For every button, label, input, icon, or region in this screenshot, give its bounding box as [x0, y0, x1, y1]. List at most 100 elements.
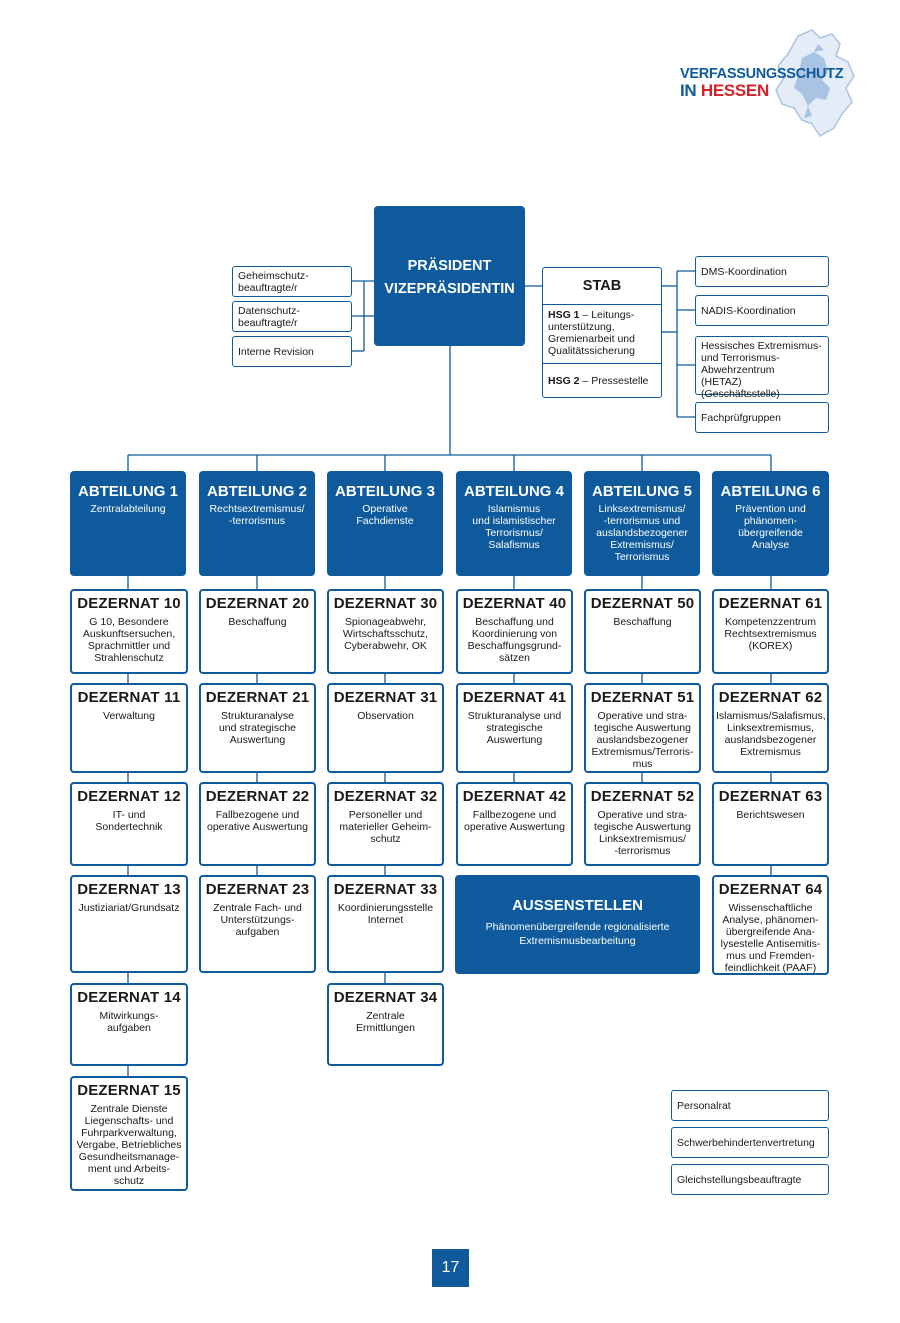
- dezernat-desc: IT- und Sondertechnik: [95, 809, 163, 833]
- dezernat-title: DEZERNAT 30: [333, 595, 438, 612]
- dezernat-title: DEZERNAT 13: [77, 881, 181, 898]
- dezernat-desc: Observation: [357, 710, 414, 722]
- dezernat-title: DEZERNAT 63: [718, 788, 823, 805]
- dezernat-desc: Beschaffung: [613, 616, 672, 628]
- dezernat-title: DEZERNAT 64: [718, 881, 823, 898]
- dezernat-title: DEZERNAT 14: [77, 989, 181, 1006]
- hessian-lion-map-icon: [775, 29, 855, 137]
- aussenstellen-title: AUSSENSTELLEN: [512, 897, 643, 914]
- abteilung-3: ABTEILUNG 3 Operative Fachdienste: [327, 471, 443, 576]
- dezernat-desc: Zentrale Ermittlungen: [356, 1010, 415, 1034]
- dezernat-desc: Fallbezogene und operative Auswertung: [207, 809, 308, 833]
- dezernat-desc: Strukturanalyse und strategische Auswert…: [218, 710, 297, 746]
- box-schwerbehindertenvertretung: Schwerbehindertenvertretung: [671, 1127, 829, 1158]
- dezernat-15: DEZERNAT 15 Zentrale Dienste Liegenschaft…: [70, 1076, 188, 1191]
- left-box-datenschutz: Datenschutz- beauftragte/r: [232, 301, 352, 332]
- dezernat-51: DEZERNAT 51 Operative und stra- tegische …: [584, 683, 701, 773]
- hsg1-text: – Leitungs- unterstützung, Gremienarbeit…: [548, 309, 635, 357]
- abteilung-desc: Prävention und phänomen- übergreifende A…: [735, 503, 806, 551]
- abteilung-title: ABTEILUNG 1: [77, 483, 178, 500]
- right-box-hetaz: Hessisches Extremismus- und Terrorismus-…: [695, 336, 829, 400]
- dezernat-title: DEZERNAT 42: [462, 788, 567, 805]
- dezernat-42: DEZERNAT 42 Fallbezogene und operative Au…: [456, 782, 573, 866]
- dezernat-12: DEZERNAT 12 IT- und Sondertechnik: [70, 782, 188, 866]
- dezernat-desc: G 10, Besondere Auskunftsersuchen, Sprac…: [82, 616, 176, 664]
- right-box-nadis: NADIS-Koordination: [695, 295, 829, 326]
- dezernat-desc: Mitwirkungs- aufgaben: [99, 1010, 159, 1034]
- abteilung-6: ABTEILUNG 6 Prävention und phänomen- übe…: [712, 471, 829, 576]
- left-box-geheimschutz: Geheimschutz- beauftragte/r: [232, 266, 352, 297]
- dezernat-desc: Zentrale Dienste Liegenschafts- und Fuhr…: [76, 1103, 182, 1187]
- dezernat-61: DEZERNAT 61 Kompetenzzentrum Rechtsextrem…: [712, 589, 829, 674]
- dezernat-title: DEZERNAT 52: [590, 788, 695, 805]
- box-personalrat: Personalrat: [671, 1090, 829, 1121]
- right-box-dms: DMS-Koordination: [695, 256, 829, 287]
- dezernat-desc: Justiziariat/Grundsatz: [78, 902, 180, 914]
- abteilung-desc: Operative Fachdienste: [356, 503, 414, 527]
- hsg2-label: HSG 2: [548, 375, 580, 387]
- hsg1-label: HSG 1: [548, 309, 580, 321]
- dezernat-title: DEZERNAT 21: [205, 689, 310, 706]
- dezernat-desc: Kompetenzzentrum Rechtsextremismus (KORE…: [724, 616, 817, 652]
- hsg2-text: – Pressestelle: [579, 375, 649, 387]
- dezernat-23: DEZERNAT 23 Zentrale Fach- und Unterstütz…: [199, 875, 316, 973]
- abteilung-title: ABTEILUNG 5: [591, 483, 692, 500]
- president-box: PRÄSIDENT VIZEPRÄSIDENTIN: [374, 206, 525, 346]
- dezernat-13: DEZERNAT 13 Justiziariat/Grundsatz: [70, 875, 188, 973]
- dezernat-desc: Operative und stra- tegische Auswertung …: [591, 710, 694, 770]
- dezernat-50: DEZERNAT 50 Beschaffung: [584, 589, 701, 674]
- dezernat-63: DEZERNAT 63 Berichtswesen: [712, 782, 829, 866]
- stab-hsg2: HSG 2 – Pressestelle: [543, 364, 661, 387]
- abteilung-4: ABTEILUNG 4 Islamismus und islamistische…: [456, 471, 572, 576]
- dezernat-desc: Operative und stra- tegische Auswertung …: [594, 809, 691, 857]
- aussenstellen-box: AUSSENSTELLEN Phänomenübergreifende regi…: [455, 875, 700, 974]
- logo-line2: IN HESSEN: [680, 81, 769, 100]
- logo-in: IN: [680, 81, 697, 100]
- dezernat-title: DEZERNAT 23: [205, 881, 310, 898]
- dezernat-title: DEZERNAT 31: [333, 689, 438, 706]
- abteilung-2: ABTEILUNG 2 Rechtsextremismus/ -terroris…: [199, 471, 315, 576]
- logo-hessen: HESSEN: [700, 81, 769, 100]
- dezernat-desc: Berichtswesen: [736, 809, 805, 821]
- dezernat-14: DEZERNAT 14 Mitwirkungs- aufgaben: [70, 983, 188, 1066]
- dezernat-10: DEZERNAT 10 G 10, Besondere Auskunftsersu…: [70, 589, 188, 674]
- dezernat-desc: Fallbezogene und operative Auswertung: [464, 809, 565, 833]
- stab-hsg1: HSG 1 – Leitungs- unterstützung, Gremien…: [543, 305, 661, 364]
- dezernat-title: DEZERNAT 62: [718, 689, 823, 706]
- dezernat-title: DEZERNAT 10: [77, 595, 181, 612]
- page-number: 17: [432, 1249, 469, 1287]
- abteilung-title: ABTEILUNG 4: [463, 483, 564, 500]
- logo-line1: VERFASSUNGSSCHUTZ: [680, 66, 844, 82]
- stab-box: STAB HSG 1 – Leitungs- unterstützung, Gr…: [542, 267, 662, 398]
- dezernat-21: DEZERNAT 21 Strukturanalyse und strategis…: [199, 683, 316, 773]
- abteilung-title: ABTEILUNG 6: [720, 483, 821, 500]
- president-label: PRÄSIDENT: [407, 258, 492, 274]
- dezernat-desc: Zentrale Fach- und Unterstützungs- aufga…: [213, 902, 302, 938]
- abteilung-desc: Zentralabteilung: [90, 503, 166, 515]
- dezernat-desc: Spionageabwehr, Wirtschaftsschutz, Cyber…: [342, 616, 429, 652]
- dezernat-desc: Strukturanalyse und strategische Auswert…: [467, 710, 562, 746]
- aussenstellen-desc: Phänomenübergreifende regionalisierte Ex…: [485, 921, 670, 947]
- abteilung-desc: Islamismus und islamistischer Terrorismu…: [472, 503, 556, 551]
- dezernat-title: DEZERNAT 34: [333, 989, 438, 1006]
- dezernat-title: DEZERNAT 50: [590, 595, 695, 612]
- dezernat-title: DEZERNAT 40: [462, 595, 567, 612]
- dezernat-title: DEZERNAT 61: [718, 595, 823, 612]
- vice-president-label: VIZEPRÄSIDENTIN: [384, 281, 515, 297]
- dezernat-title: DEZERNAT 11: [77, 689, 181, 706]
- dezernat-title: DEZERNAT 15: [77, 1082, 181, 1099]
- dezernat-title: DEZERNAT 12: [77, 788, 181, 805]
- dezernat-31: DEZERNAT 31 Observation: [327, 683, 444, 773]
- dezernat-52: DEZERNAT 52 Operative und stra- tegische …: [584, 782, 701, 866]
- dezernat-title: DEZERNAT 33: [333, 881, 438, 898]
- dezernat-desc: Verwaltung: [103, 710, 155, 722]
- dezernat-title: DEZERNAT 51: [590, 689, 695, 706]
- dezernat-30: DEZERNAT 30 Spionageabwehr, Wirtschaftssc…: [327, 589, 444, 674]
- left-box-revision: Interne Revision: [232, 336, 352, 367]
